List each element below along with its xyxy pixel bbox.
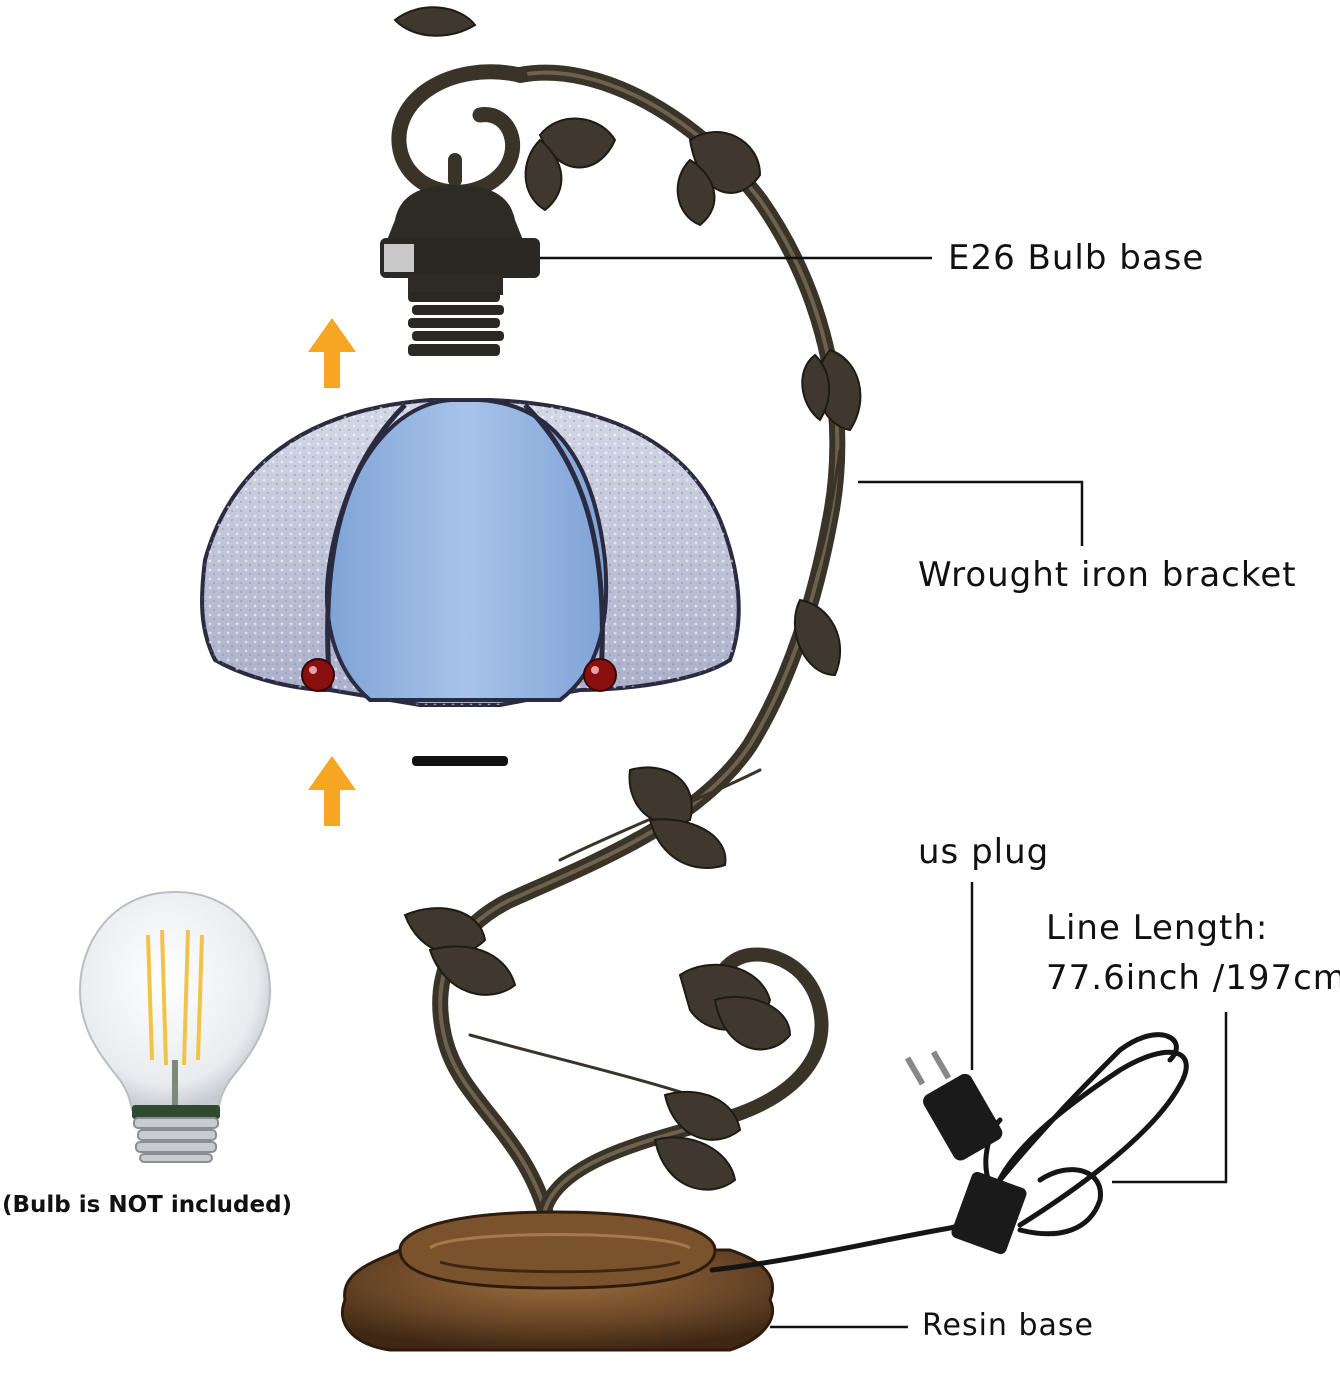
- wrought-iron-bracket: [391, 64, 846, 1218]
- led-bulb-illustration: [78, 890, 272, 1163]
- shade-ring: [412, 756, 508, 766]
- bracket-leaves: [393, 6, 862, 1191]
- label-line-length-value: 77.6inch /197cm: [1046, 958, 1340, 998]
- label-us-plug: us plug: [918, 832, 1050, 872]
- up-arrow-bottom: [308, 756, 356, 826]
- label-bulb-note: (Bulb is NOT included): [2, 1192, 293, 1218]
- power-cord: [709, 1032, 1189, 1273]
- up-arrow-top: [308, 318, 356, 388]
- resin-base: [340, 1210, 775, 1352]
- label-resin-base: Resin base: [922, 1308, 1094, 1343]
- label-line-length-title: Line Length:: [1046, 908, 1269, 948]
- label-bracket: Wrought iron bracket: [918, 555, 1297, 595]
- cord-switch: [951, 1171, 1027, 1255]
- us-plug: [904, 1050, 1003, 1161]
- lamp-shade: [200, 398, 741, 707]
- e26-socket: [380, 185, 540, 356]
- callout-lines: [540, 256, 1228, 1329]
- label-bulb-base: E26 Bulb base: [948, 238, 1205, 278]
